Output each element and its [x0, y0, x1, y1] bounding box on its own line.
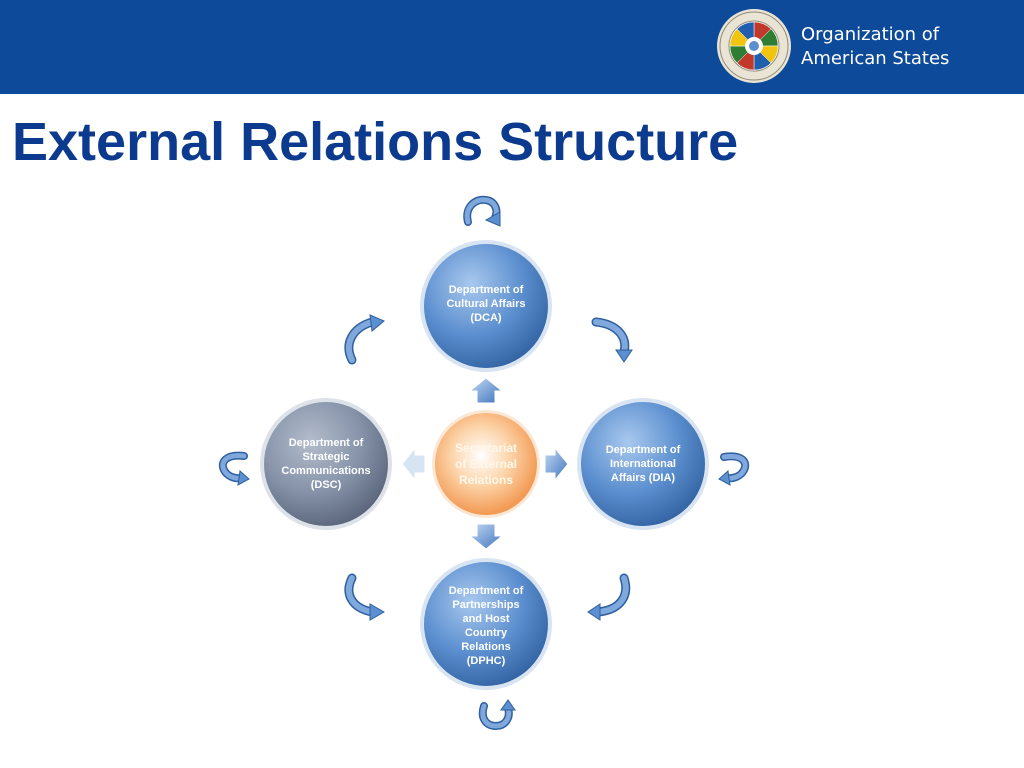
arrow-down-icon: [468, 523, 504, 550]
curved-arrow-bottom-right-icon: [587, 573, 631, 621]
node-label-dsc: Department of Strategic Communications (…: [281, 437, 371, 491]
org-name-line-2: American States: [801, 48, 950, 69]
curved-arrow-bottom-icon: [478, 699, 516, 731]
curved-arrow-top-right-icon: [591, 317, 633, 363]
oas-seal-logo: [717, 9, 791, 83]
arrow-up-icon: [468, 377, 504, 404]
curved-arrow-top-left-icon: [344, 314, 385, 365]
node-label-dphc: Department of Partnerships and Host Coun…: [448, 585, 524, 667]
header-bar: [0, 0, 1024, 94]
curved-arrow-right-icon: [718, 452, 750, 486]
org-name-line-1: Organization of: [801, 24, 940, 45]
page-title: External Relations Structure: [12, 112, 739, 172]
curved-arrow-bottom-left-icon: [344, 573, 386, 621]
center-circle: [432, 410, 540, 518]
node-bottom-circle: [420, 558, 552, 690]
organization-name: Organization of American States: [801, 23, 949, 71]
node-label-dca: Department of Cultural Affairs (DCA): [446, 284, 526, 324]
center-label-ser: Secretariat of External Relations: [454, 441, 518, 487]
node-label-dia: Department of International Affairs (DIA…: [605, 444, 681, 484]
node-left-circle: [260, 398, 392, 530]
curved-arrow-left-icon: [218, 451, 250, 486]
node-right-circle: [577, 398, 709, 530]
arrow-left-icon: [401, 446, 426, 482]
node-top-circle: [420, 240, 552, 372]
curved-arrow-top-icon: [463, 195, 501, 227]
arrow-right-icon: [544, 446, 569, 482]
